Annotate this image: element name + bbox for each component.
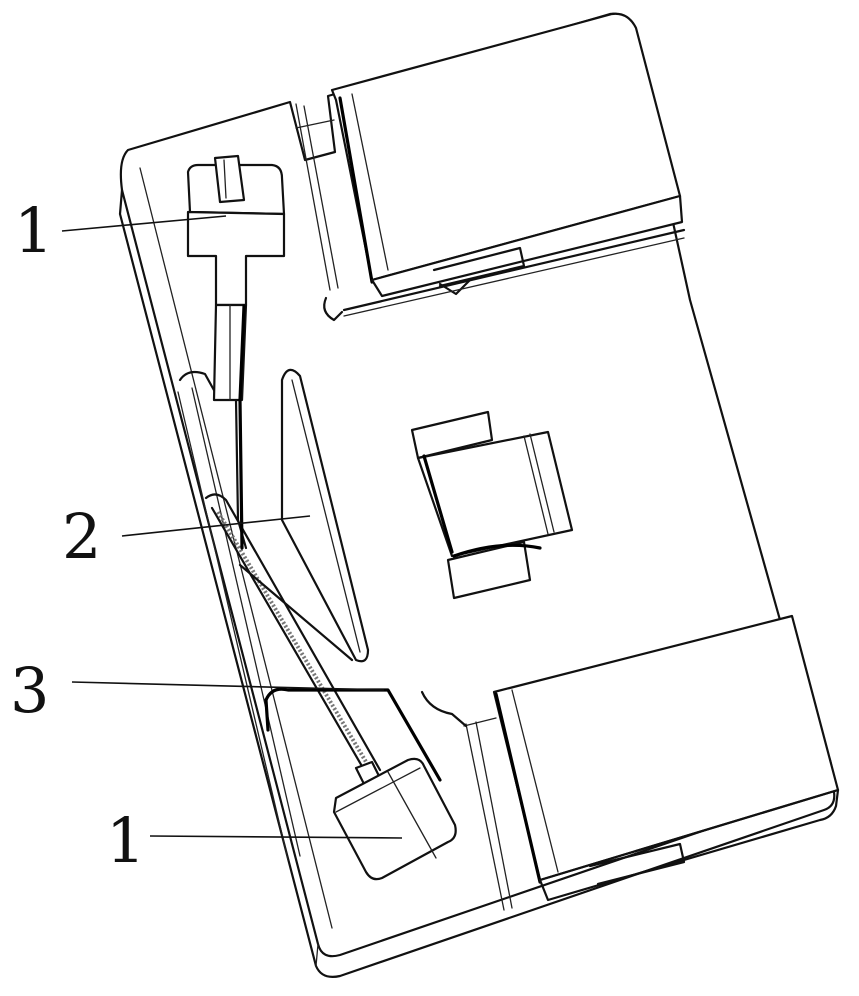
leader-1-upper (61, 215, 227, 232)
leader-1-lower (149, 835, 403, 839)
leader-3 (71, 681, 385, 691)
callout-leaders (61, 215, 403, 839)
callout-label-2: 2 (62, 500, 101, 573)
top-clip-block (295, 12, 686, 322)
upper-connector (186, 154, 286, 550)
center-latch (410, 410, 574, 600)
callout-label-1-upper: 1 (14, 194, 53, 267)
wire-channel (177, 370, 442, 861)
middle-channel (238, 368, 370, 663)
bottom-clip-block (420, 614, 840, 911)
lower-connector (332, 757, 457, 881)
callout-labels: 1 2 3 1 (10, 194, 145, 877)
callout-label-3: 3 (10, 654, 49, 727)
callout-label-1-lower: 1 (106, 804, 145, 877)
leader-2 (121, 515, 311, 537)
